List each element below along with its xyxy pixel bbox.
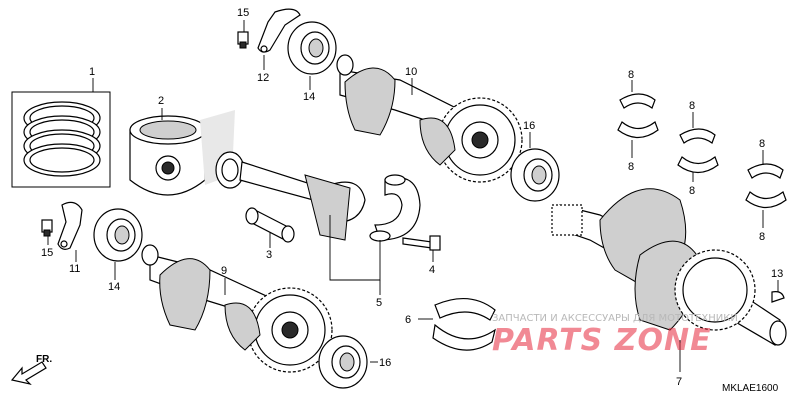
piston-ring-set[interactable] xyxy=(11,91,111,188)
flange-bolt-upper[interactable] xyxy=(237,31,249,49)
callout-8b: 8 xyxy=(628,161,634,173)
piston-pin[interactable] xyxy=(245,207,295,243)
watermark-brand: PARTS ZONE xyxy=(492,323,712,358)
callout-8c: 8 xyxy=(689,100,695,112)
diagram-code: MKLAE1600 xyxy=(722,383,779,394)
callout-13: 13 xyxy=(771,268,783,280)
rod-bolt[interactable] xyxy=(402,235,441,251)
woodruff-key[interactable] xyxy=(771,291,785,303)
connecting-rod[interactable] xyxy=(215,151,366,241)
callouts: 1 2 3 4 5 6 7 8 8 8 8 8 8 9 10 11 12 13 … xyxy=(41,7,783,388)
callout-15b: 15 xyxy=(41,247,53,259)
front-direction-indicator: FR. xyxy=(10,354,52,386)
leader-lines xyxy=(47,20,779,372)
callout-1: 1 xyxy=(89,66,95,78)
balancer-shaft-upper[interactable] xyxy=(336,54,523,183)
connecting-rod-cap[interactable] xyxy=(369,174,421,242)
callout-6: 6 xyxy=(405,314,411,326)
callout-8a: 8 xyxy=(628,69,634,81)
callout-16a: 16 xyxy=(523,120,535,132)
callout-8e: 8 xyxy=(759,138,765,150)
bearing-upper-left[interactable] xyxy=(287,21,337,75)
balancer-gear-upper xyxy=(437,97,523,183)
callout-12: 12 xyxy=(257,72,269,84)
setting-plate-lower[interactable] xyxy=(57,201,83,250)
bearing-lower-left[interactable] xyxy=(93,208,143,262)
main-bearing-shell-1[interactable] xyxy=(617,93,659,139)
piston[interactable] xyxy=(129,110,235,196)
callout-2: 2 xyxy=(158,95,164,107)
direction-label: FR. xyxy=(36,354,52,365)
crankshaft[interactable] xyxy=(551,188,787,346)
arrow-icon xyxy=(10,361,47,386)
balancer-shaft-lower[interactable] xyxy=(141,244,333,373)
callout-9: 9 xyxy=(221,265,227,277)
callout-7: 7 xyxy=(676,376,682,388)
main-bearing-shell-2[interactable] xyxy=(677,128,719,174)
callout-4: 4 xyxy=(429,264,435,276)
bearing-upper-right[interactable] xyxy=(510,148,560,202)
callout-14b: 14 xyxy=(303,91,315,103)
callout-8d: 8 xyxy=(689,185,695,197)
callout-5: 5 xyxy=(376,297,382,309)
callout-11: 11 xyxy=(69,263,80,275)
bearing-lower-right[interactable] xyxy=(318,335,368,389)
watermark-tagline: ЗАПЧАСТИ И АКСЕССУАРЫ ДЛЯ МОТОТЕХНИКИ xyxy=(492,313,738,324)
callout-10: 10 xyxy=(405,66,417,78)
callout-15a: 15 xyxy=(237,7,249,19)
watermark: ЗАПЧАСТИ И АКСЕССУАРЫ ДЛЯ МОТОТЕХНИКИ PA… xyxy=(492,313,738,358)
balancer-gear-lower xyxy=(247,287,333,373)
crankshaft-gear xyxy=(674,249,756,331)
callout-14a: 14 xyxy=(108,281,120,293)
main-bearing-shell-3[interactable] xyxy=(745,163,787,209)
callout-3: 3 xyxy=(266,249,272,261)
callout-16b: 16 xyxy=(379,357,391,369)
setting-plate-upper[interactable] xyxy=(257,8,301,53)
callout-8f: 8 xyxy=(759,231,765,243)
rod-bearing-shell[interactable] xyxy=(432,297,496,351)
flange-bolt-lower[interactable] xyxy=(41,219,53,237)
